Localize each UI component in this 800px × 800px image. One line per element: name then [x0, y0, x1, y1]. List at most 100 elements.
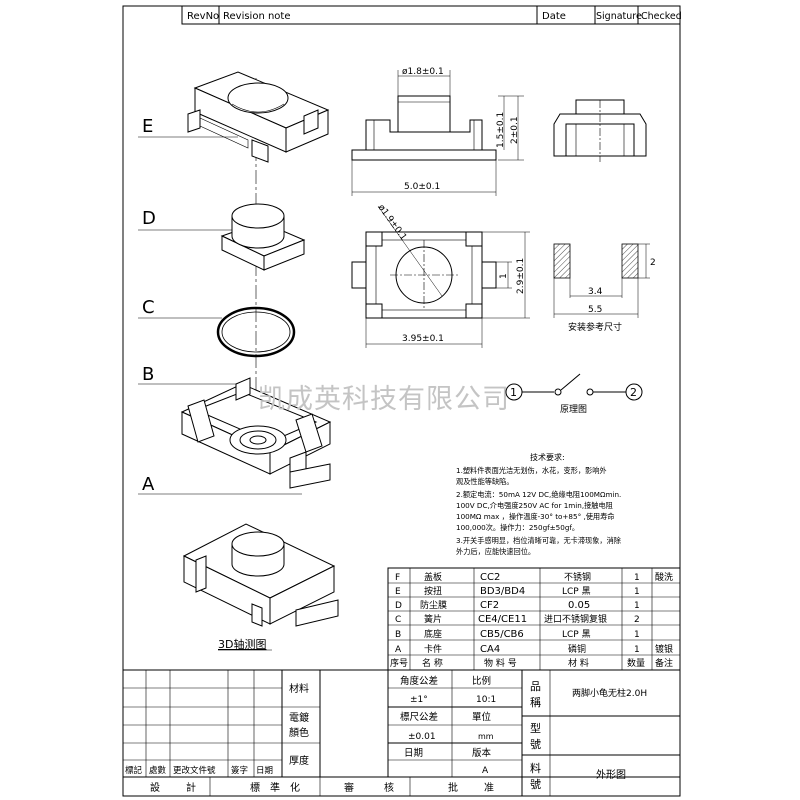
name-value: 两脚小龟无柱2.0H [572, 687, 647, 699]
tech-line-4: 100V DC,介电强度250V AC for 1min,接触电阻 [456, 501, 613, 510]
sign-review-2: 核 [384, 781, 394, 794]
base-drawing [180, 377, 332, 477]
bom-row-4-qty: 2 [634, 615, 640, 625]
version-label: 版本 [472, 747, 492, 759]
bom-row-1-part: CC2 [480, 572, 500, 583]
tech-line-3: 2.额定电流：50mA 12V DC,绝缘电阻100MΩmin. [456, 490, 621, 499]
rev-col-date: 日期 [256, 766, 273, 776]
thickness-label: 厚度 [289, 754, 309, 767]
sign-review-1: 審 [344, 781, 354, 794]
bom-row-3-no: D [395, 601, 402, 611]
bom-row-1-name: 盖板 [424, 571, 442, 583]
bom-row-6-note: 镀银 [655, 643, 673, 655]
bom-header-no: 序号 [390, 657, 408, 669]
bom-row-3-part: CF2 [480, 600, 499, 611]
plan-view: ø1.9±0.1 1 2.9±0.1 3.95±0.1 [351, 203, 530, 348]
tech-line-6: 100,000次。操作力：250gf±50gf。 [456, 523, 579, 532]
tech-line-1: 1.塑料件表面光洁无划伤，水花，变形，影响外 [456, 466, 607, 475]
sign-std-3: 化 [290, 781, 300, 794]
schematic: 1 2 原理图 [505, 373, 643, 415]
bom-row-4-material: 进口不锈钢复银 [544, 613, 607, 625]
dim-pad-gap: 3.4 [588, 287, 603, 297]
sign-approve-1: 批 [448, 781, 458, 794]
model-label-1: 型 [530, 721, 541, 735]
bom-row-6-qty: 1 [634, 645, 640, 655]
schematic-pin-1: 1 [510, 386, 517, 399]
drawing-type: 外形图 [596, 769, 626, 781]
clip-drawing [289, 463, 331, 489]
sign-design-2: 計 [186, 781, 196, 794]
button-drawing [220, 203, 306, 271]
angle-tol-value: ±1° [410, 695, 428, 705]
bom-header-note: 备注 [655, 657, 673, 669]
tech-requirements: 技术要求: 1.塑料件表面光洁无划伤，水花，变形，影响外 观及性能等缺陷。 2.… [456, 452, 621, 556]
rev-col-file: 更改文件號 [173, 765, 216, 776]
dim-plan-height: 2.9±0.1 [516, 258, 526, 294]
material-label: 材料 [289, 682, 309, 695]
mounting-pads: 2 3.4 5.5 安装参考尺寸 [553, 243, 656, 333]
unit-value: mm [478, 732, 494, 741]
bom-row-2-qty: 1 [634, 587, 640, 597]
tech-line-8: 外力后，应能快速回位。 [456, 547, 535, 556]
bom-row-5-no: B [395, 630, 401, 640]
part-label-d: D [142, 208, 156, 229]
unit-label: 單位 [472, 711, 492, 723]
revision-note-header: Revision note [223, 11, 291, 22]
bom-row-5-qty: 1 [634, 630, 640, 640]
title-block: 標記 處數 更改文件號 簽字 日期 設 計 標 準 化 審 核 批 准 材料 電… [122, 669, 681, 797]
front-view: ø1.8±0.1 1.5±0.1 2±0.1 5.0±0.1 [351, 67, 524, 196]
bom-row-5-name: 底座 [424, 628, 442, 640]
rev-no-header: RevNo [187, 11, 219, 22]
scale-label: 比例 [472, 675, 491, 687]
bom-row-6-material: 磷铜 [568, 643, 586, 655]
bom-row-1-note: 酸洗 [655, 571, 673, 583]
side-view [553, 99, 647, 162]
signature-header: Signature [596, 11, 642, 22]
bom-row-1-qty: 1 [634, 573, 640, 583]
version-value: A [482, 766, 489, 776]
bom-row-5-material: LCP 黑 [562, 629, 591, 640]
bom-row-2-material: LCP 黑 [562, 586, 591, 597]
rev-col-count: 處數 [149, 765, 167, 776]
date-label: 日期 [404, 748, 423, 759]
name-label-1: 品 [530, 680, 541, 693]
name-label-2: 稱 [530, 696, 541, 709]
bom-header-part: 物 料 号 [484, 657, 517, 669]
bom-row-3-qty: 1 [634, 601, 640, 611]
part-label-a: A [142, 474, 155, 495]
dim-plan-width: 3.95±0.1 [402, 334, 444, 344]
schematic-caption: 原理图 [560, 404, 587, 415]
install-caption: 安装参考尺寸 [568, 321, 622, 333]
bom-row-5-part: CB5/CB6 [480, 629, 524, 640]
schematic-pin-2: 2 [630, 386, 637, 399]
dim-height-1: 1.5±0.1 [496, 112, 506, 148]
tech-title: 技术要求: [530, 452, 565, 462]
plating-label-1: 電鍍 [289, 711, 309, 724]
tech-line-5: 100MΩ max ，操作温度-30° to+85° ,使用寿命 [456, 512, 615, 521]
sign-std-1: 標 [250, 781, 260, 794]
size-tol-label: 標尺公差 [400, 711, 438, 723]
bom-row-1-no: F [395, 573, 400, 583]
dim-width-front: 5.0±0.1 [404, 182, 440, 192]
sign-design-1: 設 [150, 781, 160, 794]
bom-row-1-material: 不锈钢 [564, 571, 591, 583]
bom-row-3-name: 防尘膜 [420, 599, 447, 611]
rev-col-sign: 簽字 [231, 765, 248, 776]
dust-film-drawing [216, 306, 296, 358]
assembled-3d-drawing: 3D轴测图 [182, 523, 339, 651]
dim-top-diameter: ø1.8±0.1 [402, 67, 444, 77]
tech-line-7: 3.开关手感明显，档位清晰可靠，无卡滞现象，消除 [456, 536, 621, 545]
plating-label-2: 顏色 [289, 726, 309, 739]
scale-value: 10:1 [476, 695, 496, 705]
bom-header-material: 材 料 [568, 657, 589, 669]
bom-row-6-part: CA4 [480, 644, 500, 655]
angle-tol-label: 角度公差 [400, 675, 438, 687]
bom-table: F 盖板 CC2 不锈钢 1 酸洗 E 按扭 BD3/BD4 LCP 黑 1 D… [387, 567, 681, 671]
bom-header-name: 名 称 [422, 657, 443, 669]
checked-header: Checked [641, 11, 682, 22]
tech-line-2: 观及性能等缺陷。 [456, 477, 514, 486]
bom-row-4-no: C [395, 615, 401, 625]
part-label-c: C [142, 297, 155, 318]
bom-row-3-material: 0.05 [568, 600, 590, 611]
